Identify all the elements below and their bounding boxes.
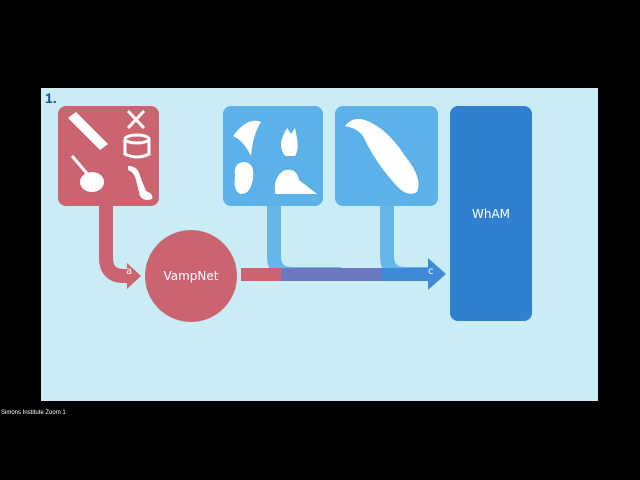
cat-icon bbox=[280, 128, 298, 156]
flow-arrows bbox=[99, 206, 446, 290]
arrow-c-label: c bbox=[428, 266, 434, 277]
violin-icon bbox=[70, 155, 104, 192]
wham-node: WhAM bbox=[450, 106, 532, 321]
zoom-caption: Simons Institute Zoom 1 bbox=[1, 410, 66, 416]
monkey-icon bbox=[234, 162, 254, 194]
vampnet-node: VampNet bbox=[145, 230, 237, 322]
drum-icon bbox=[123, 109, 151, 159]
keyboard-icon bbox=[68, 112, 108, 150]
music-instruments-tile bbox=[58, 106, 159, 206]
whale-sounds-tile bbox=[335, 106, 438, 206]
arrow-a-head bbox=[127, 263, 141, 289]
bird-icon bbox=[233, 120, 261, 156]
saxophone-icon bbox=[128, 166, 153, 200]
step-number: 1. bbox=[45, 90, 57, 106]
sperm-whale-icon bbox=[345, 118, 419, 194]
walrus-icon bbox=[274, 169, 317, 194]
arrow-a-path bbox=[99, 206, 129, 283]
arrow-a-label: a bbox=[126, 266, 133, 277]
presentation-slide: 1. VampNe bbox=[41, 88, 598, 401]
animal-sounds-tile bbox=[223, 106, 323, 206]
arrow-c-head bbox=[428, 258, 446, 290]
